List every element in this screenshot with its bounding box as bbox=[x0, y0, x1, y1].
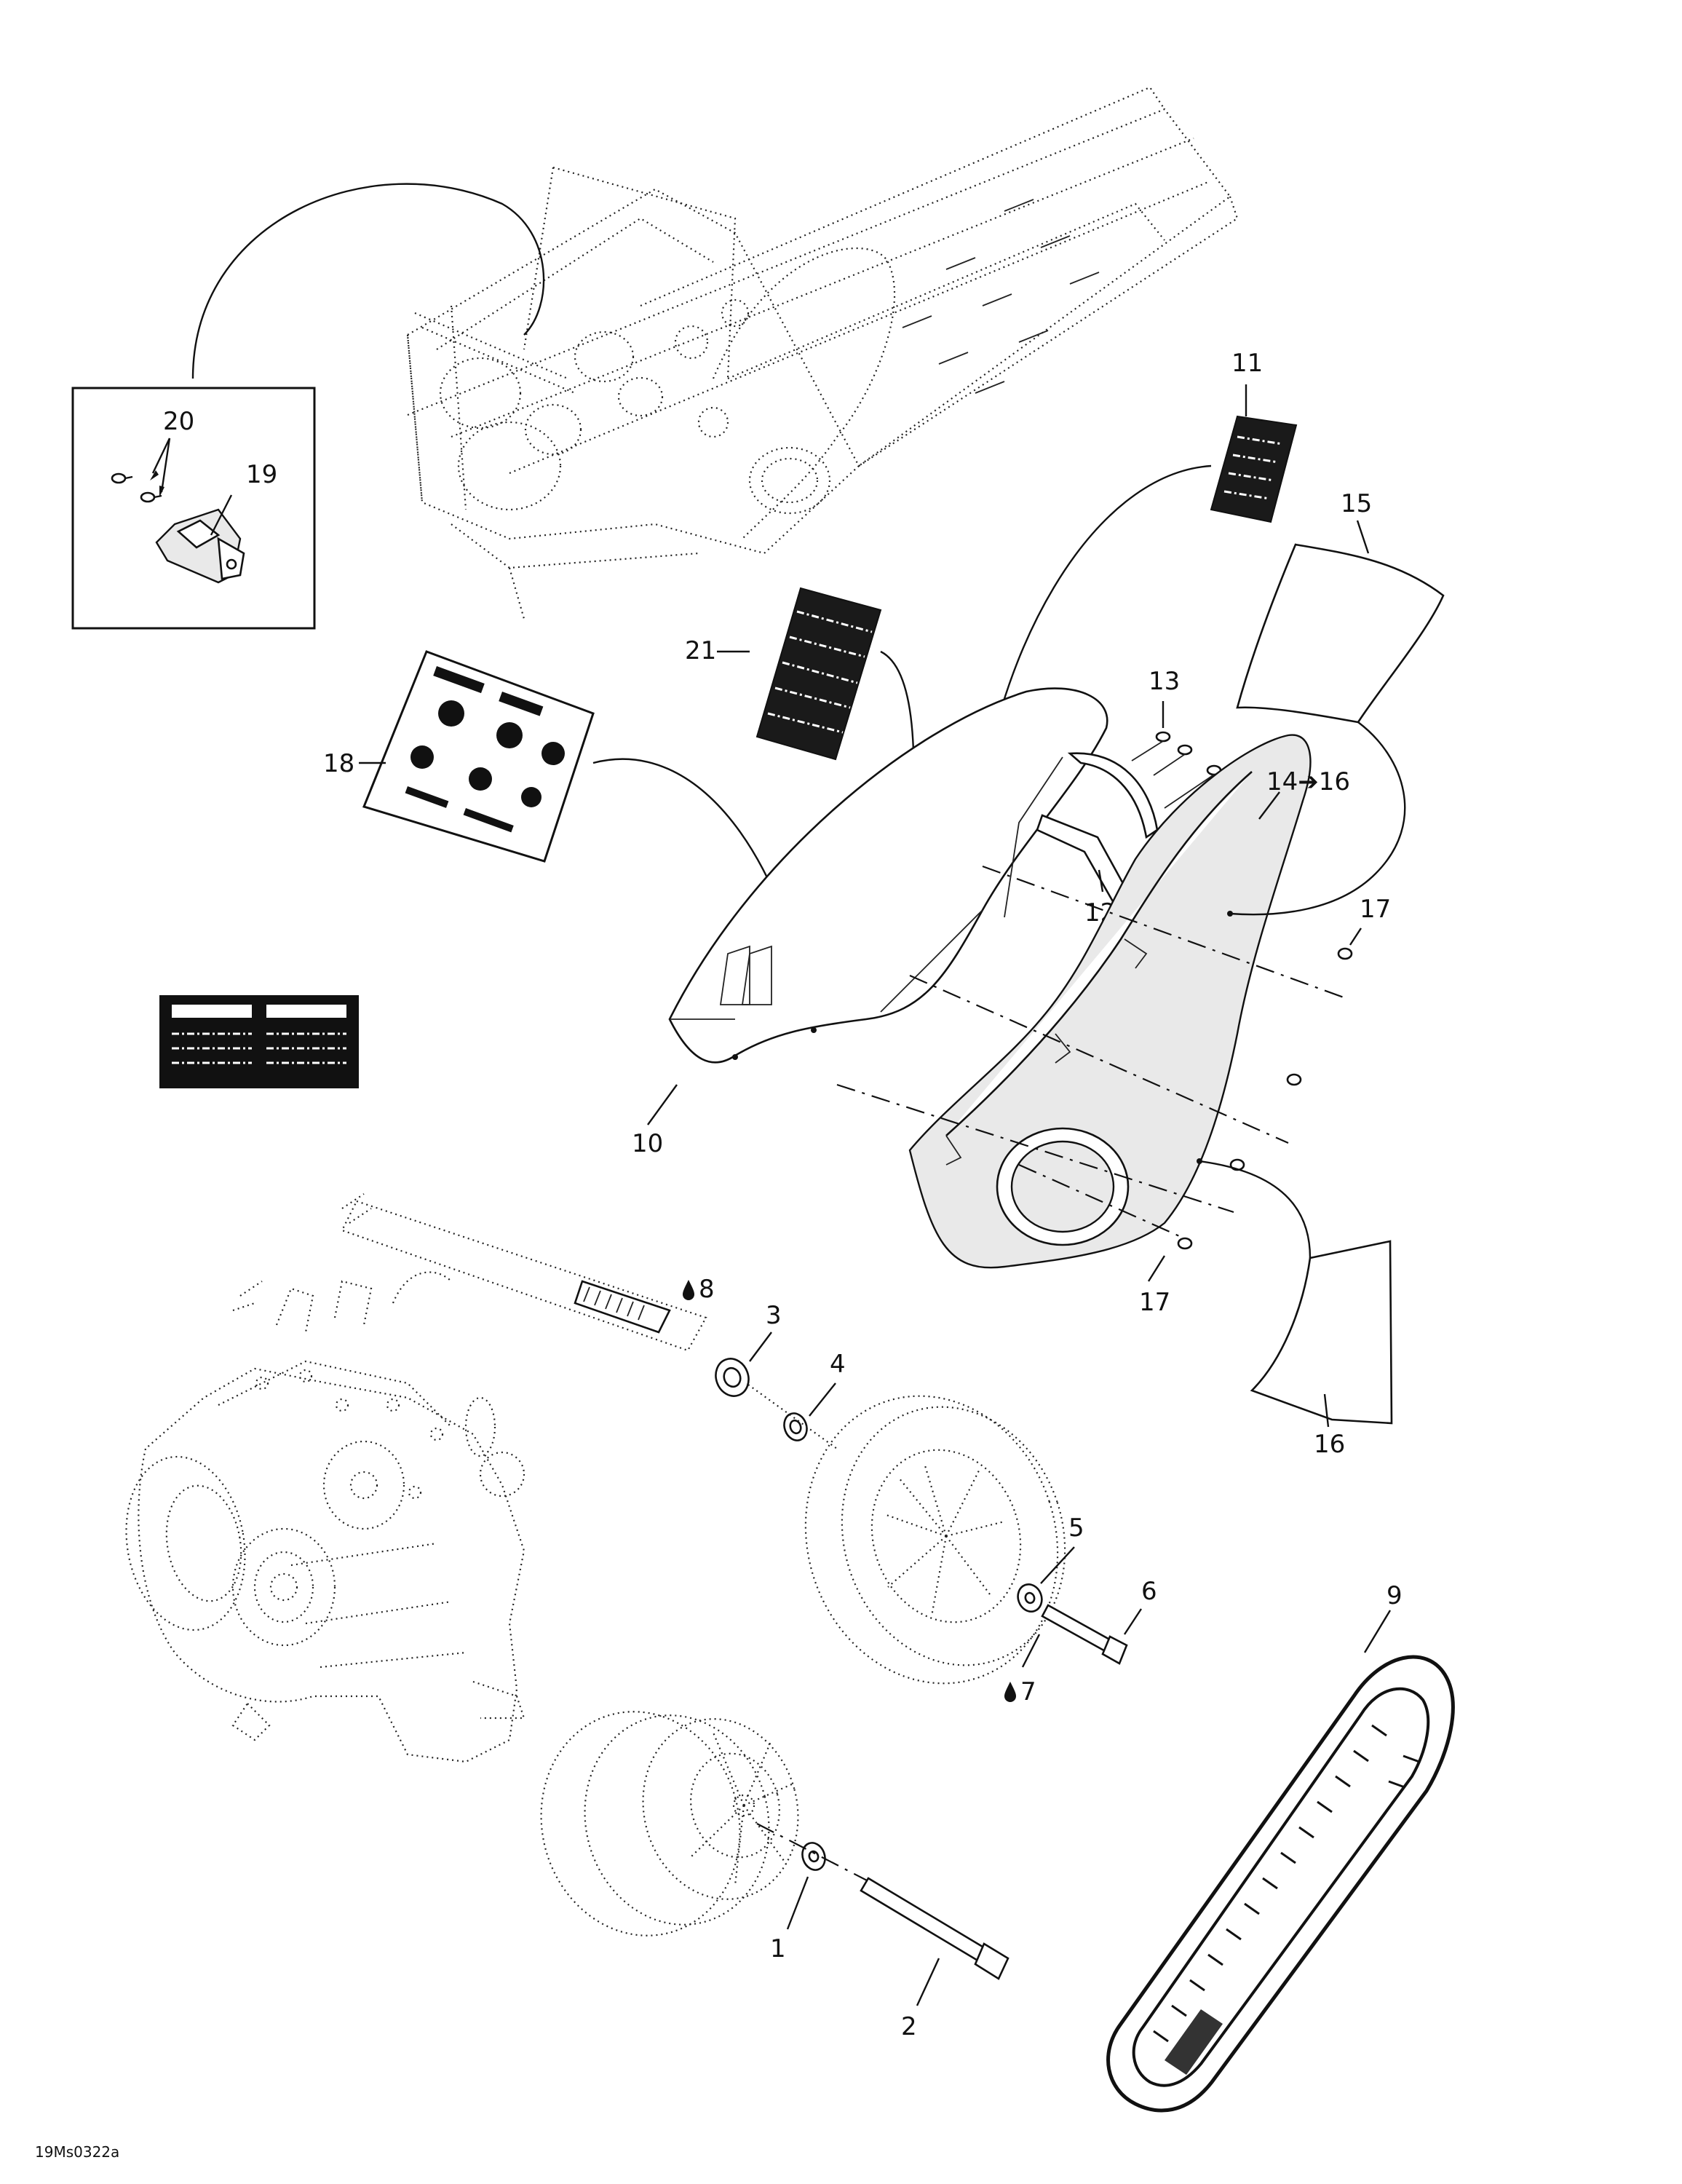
guard-outer-part-14 bbox=[908, 734, 1312, 1269]
engine-illustration bbox=[125, 1271, 525, 1763]
panel-part-16 bbox=[1250, 1240, 1393, 1425]
drive-pulley bbox=[804, 1395, 1066, 1685]
vehicle-frame-illustration bbox=[406, 86, 1239, 620]
washer-part-1 bbox=[801, 1842, 826, 1871]
shaft-part bbox=[341, 1193, 707, 1352]
callout-21: 21 bbox=[685, 636, 716, 665]
callout-18: 18 bbox=[323, 749, 354, 778]
callout-7: 7 bbox=[1020, 1677, 1036, 1706]
decal-part-11 bbox=[1210, 415, 1298, 523]
decal-part-18 bbox=[362, 650, 595, 863]
callout-3: 3 bbox=[766, 1301, 782, 1330]
alignment-line-c bbox=[836, 1083, 1234, 1214]
inset-box bbox=[71, 387, 316, 630]
drop-icon-7 bbox=[1004, 1682, 1016, 1702]
washer-part-3 bbox=[715, 1358, 750, 1397]
bracket-part-19 bbox=[155, 508, 245, 584]
callout-16: 16 bbox=[1314, 1430, 1345, 1459]
callout-5: 5 bbox=[1068, 1514, 1084, 1543]
panel-part-15 bbox=[1236, 543, 1445, 724]
bracket-part-12 bbox=[1036, 752, 1159, 904]
callout-15: 15 bbox=[1341, 489, 1372, 518]
alignment-line-d bbox=[1018, 1163, 1183, 1239]
bolt-part-2 bbox=[860, 1877, 1009, 1980]
callout-9: 9 bbox=[1387, 1581, 1403, 1610]
callout-6: 6 bbox=[1141, 1577, 1157, 1606]
warning-decal bbox=[159, 995, 359, 1088]
decal-part-21 bbox=[755, 587, 882, 761]
callout-20: 20 bbox=[163, 407, 194, 436]
drawing-code: 19Ms0322a bbox=[35, 2143, 119, 2161]
belt-part-9 bbox=[1106, 1655, 1455, 2113]
callout-19: 19 bbox=[246, 460, 277, 489]
callout-2: 2 bbox=[901, 2012, 917, 2041]
callout-8: 8 bbox=[699, 1275, 715, 1304]
rivet-part-17 bbox=[1177, 947, 1353, 1250]
drop-icon-8 bbox=[683, 1280, 694, 1300]
callout-11: 11 bbox=[1231, 349, 1263, 378]
bolt-part-6 bbox=[1041, 1604, 1128, 1665]
washer-part-4 bbox=[783, 1412, 808, 1441]
callout-4: 4 bbox=[830, 1350, 846, 1379]
alignment-line-b bbox=[909, 974, 1289, 1144]
callout-17a: 17 bbox=[1360, 895, 1391, 924]
washer-part-5 bbox=[1017, 1583, 1043, 1613]
guard-inner-part-10 bbox=[668, 687, 1108, 1064]
alignment-line-a bbox=[982, 865, 1344, 999]
frame-to-inset-leader bbox=[191, 183, 545, 379]
callout-14-16: 14➔16 bbox=[1266, 767, 1350, 796]
screw-part-20 bbox=[111, 472, 162, 503]
leader-16 bbox=[1199, 1160, 1312, 1259]
callout-1: 1 bbox=[770, 1934, 786, 1963]
leader-15 bbox=[1229, 721, 1406, 916]
callout-13: 13 bbox=[1149, 667, 1180, 696]
callout-17b: 17 bbox=[1139, 1288, 1170, 1317]
callout-10: 10 bbox=[632, 1129, 663, 1158]
driven-pulley bbox=[540, 1711, 799, 1936]
